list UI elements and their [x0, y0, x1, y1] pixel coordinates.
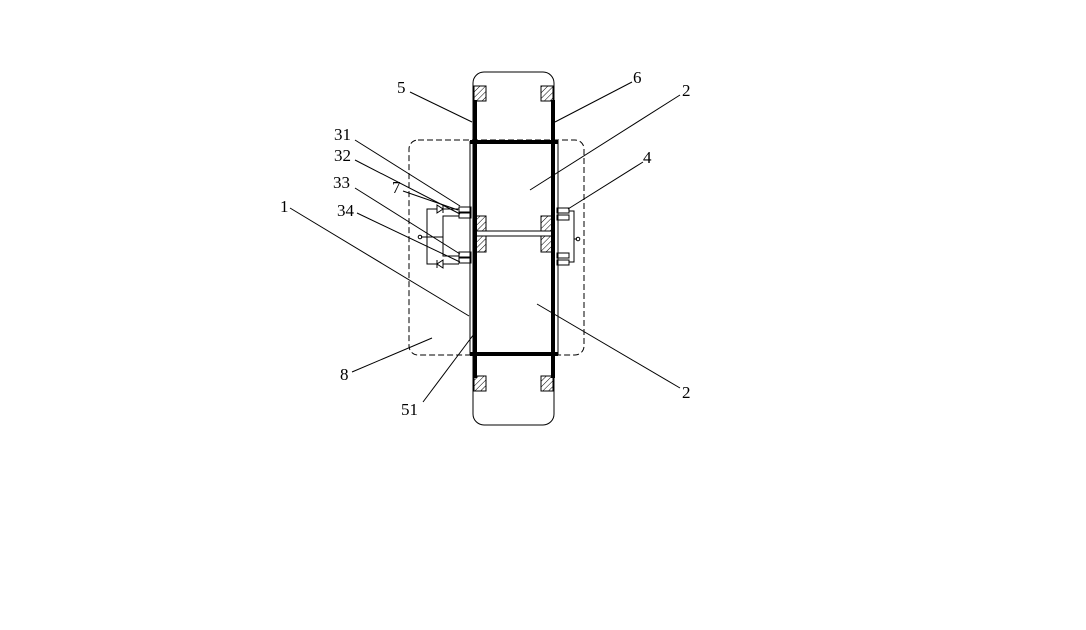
left-circuit	[417, 204, 472, 269]
label-1: 1	[280, 197, 289, 216]
hatched-blocks	[473, 85, 554, 392]
label-4: 4	[643, 148, 652, 167]
right-circuit-4	[556, 207, 581, 266]
label-6: 6	[633, 68, 642, 87]
label-33: 33	[333, 173, 350, 192]
label-7: 7	[392, 178, 401, 197]
label-51: 51	[401, 400, 418, 419]
label-2-top: 2	[682, 81, 691, 100]
label-31: 31	[334, 125, 351, 144]
leader-lines	[289, 81, 681, 403]
label-34: 34	[337, 201, 355, 220]
label-8: 8	[340, 365, 349, 384]
label-32: 32	[334, 146, 351, 165]
label-2-bottom: 2	[682, 383, 691, 402]
label-5: 5	[397, 78, 406, 97]
